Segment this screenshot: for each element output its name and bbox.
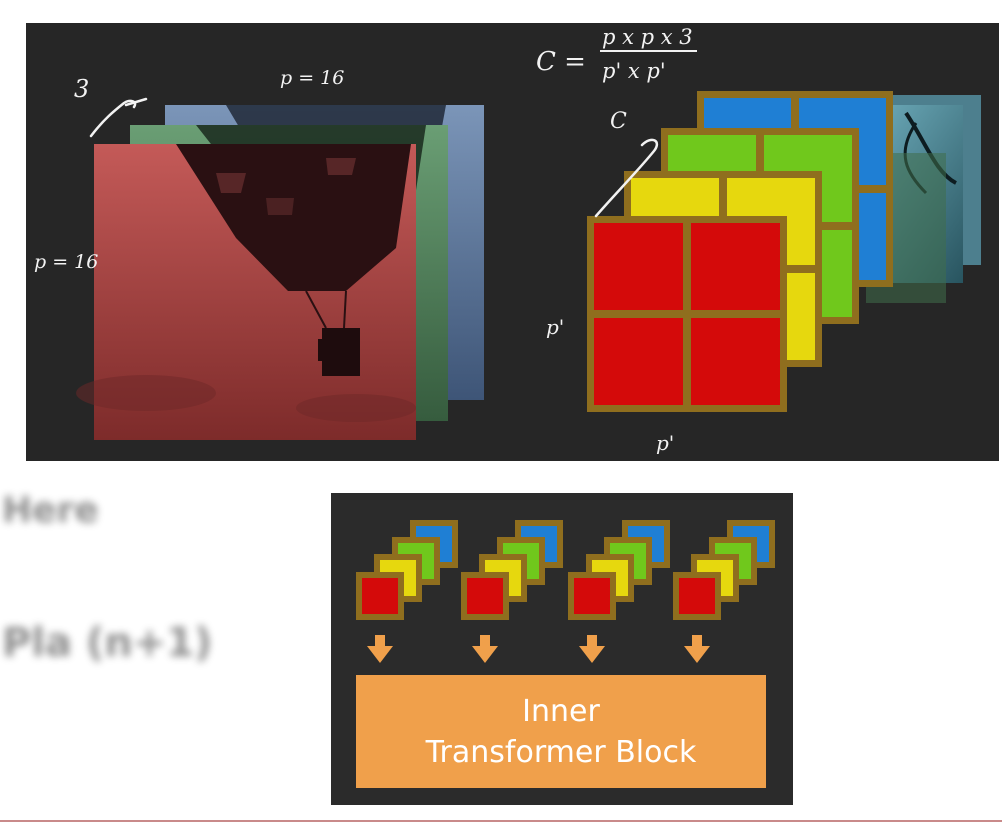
channel-count-stroke — [594, 138, 659, 218]
red-patch — [467, 578, 503, 614]
down-arrow-icon — [579, 646, 605, 663]
red-channel-image — [76, 144, 416, 440]
block-title-line2: Transformer Block — [425, 734, 697, 770]
inner-transformer-block: Inner Transformer Block — [356, 675, 766, 788]
patch-diagram-graphic — [76, 91, 981, 440]
formula-numerator: p x p x 3 — [600, 25, 697, 52]
blurred-text-line2: Pla (n+1) — [2, 620, 213, 666]
bottom-edge-line — [0, 820, 1002, 822]
channel-count-label: C — [610, 109, 627, 134]
down-arrow-icon — [684, 646, 710, 663]
patch-stack-1 — [356, 520, 458, 663]
down-arrow-shaft — [587, 635, 597, 646]
patch-height-label: p = 16 — [34, 251, 99, 273]
red-patch-grid — [587, 216, 787, 412]
formula-denominator: p' x p' — [602, 59, 666, 83]
red-patch — [362, 578, 398, 614]
inner-transformer-panel: Inner Transformer Block — [331, 493, 793, 805]
down-arrow-shaft — [480, 635, 490, 646]
patch-stacks-graphic — [356, 520, 775, 663]
down-arrow-shaft — [692, 635, 702, 646]
patch-stack-2 — [461, 520, 563, 663]
red-patch — [574, 578, 610, 614]
sub-patch-height-label: p' — [546, 315, 565, 339]
down-arrow-shaft — [375, 635, 385, 646]
patch-width-label: p = 16 — [280, 67, 345, 89]
down-arrow-icon — [367, 646, 393, 663]
blurred-text-line1: Here — [2, 490, 99, 531]
red-patch — [679, 578, 715, 614]
sub-patch-width-label: p' — [656, 431, 675, 455]
block-title-line1: Inner — [522, 693, 600, 729]
patch-stack-4 — [673, 520, 775, 663]
channel-depth-tick — [124, 97, 148, 107]
down-arrow-icon — [472, 646, 498, 663]
patch-stack-3 — [568, 520, 670, 663]
formula-lhs: C = — [536, 47, 586, 77]
channels-label: 3 — [74, 75, 90, 103]
patch-diagram-panel: 3 p = 16 p = 16 C = p x p x 3 p' x p' C … — [26, 23, 999, 461]
channel-depth-stroke — [89, 99, 137, 138]
